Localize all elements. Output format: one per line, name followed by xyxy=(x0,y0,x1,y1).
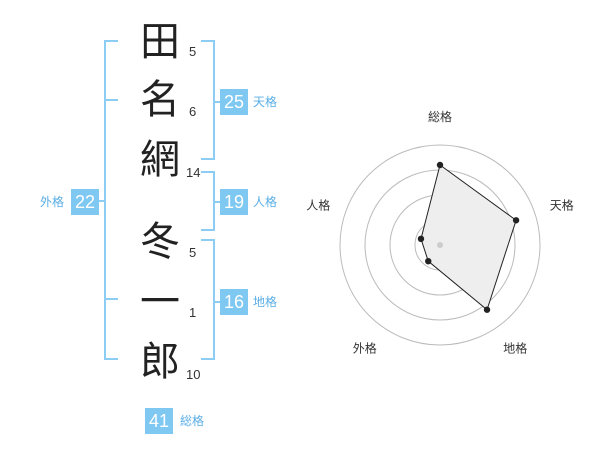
tenkaku-value: 25 xyxy=(220,89,248,115)
jinkaku-bracket-top-tick xyxy=(201,171,215,173)
outer-bracket-bottom-tick xyxy=(104,358,118,360)
radar-axis-label-2: 天格 xyxy=(550,197,574,212)
outer-bracket-upper-mid-tick xyxy=(104,99,118,101)
tenkaku-label: 天格 xyxy=(253,95,278,109)
name-char-1: 田 xyxy=(140,19,180,65)
radar-point-4 xyxy=(425,257,432,265)
outer-bracket-lower-mid-tick xyxy=(104,298,118,300)
chikaku-bracket-bottom-tick xyxy=(201,358,215,360)
radar-point-1 xyxy=(436,161,444,169)
tenkaku-bracket-top-tick xyxy=(201,40,215,42)
chikaku-bracket-vertical xyxy=(213,239,215,360)
stroke-count-6: 10 xyxy=(186,367,201,382)
jinkaku-label: 人格 xyxy=(253,195,278,209)
radar-axis-label-5: 人格 xyxy=(306,197,330,212)
soukaku-label: 総格 xyxy=(180,414,205,428)
radar-axis-label-1: 総格 xyxy=(428,109,452,124)
radar-ring-4 xyxy=(339,144,541,346)
radar-point-3 xyxy=(483,306,491,313)
chikaku-bracket-top-tick xyxy=(201,239,215,241)
radar-point-5 xyxy=(417,235,425,243)
name-char-2: 名 xyxy=(140,77,180,123)
jinkaku-bracket-bottom-tick xyxy=(201,229,215,231)
jinkaku-bracket-connector xyxy=(213,201,222,203)
jinkaku-value: 19 xyxy=(220,189,248,215)
chikaku-value: 16 xyxy=(220,289,248,315)
radar-axis-label-3: 地格 xyxy=(503,341,527,356)
outer-bracket-connector xyxy=(98,200,106,202)
stroke-count-2: 6 xyxy=(189,104,197,119)
soukaku-value: 41 xyxy=(145,408,173,434)
stroke-count-1: 5 xyxy=(189,44,197,59)
radar-points xyxy=(417,161,520,313)
stroke-count-3: 14 xyxy=(186,165,201,180)
name-char-5: 一 xyxy=(140,279,180,325)
gaikaku-label: 外格 xyxy=(40,195,65,209)
radar-axis-label-4: 外格 xyxy=(353,341,377,356)
radar-point-2 xyxy=(512,217,520,224)
name-char-6: 郎 xyxy=(140,339,180,385)
tenkaku-bracket-connector xyxy=(213,101,222,103)
radar-area xyxy=(420,164,517,311)
name-char-4: 冬 xyxy=(140,219,180,265)
tenkaku-bracket-vertical xyxy=(213,40,215,160)
gaikaku-value: 22 xyxy=(71,189,99,215)
tenkaku-bracket-bottom-tick xyxy=(201,158,215,160)
radar-center-dot xyxy=(437,242,443,248)
chikaku-label: 地格 xyxy=(253,295,278,309)
name-char-3: 網 xyxy=(140,137,180,183)
chikaku-bracket-connector xyxy=(213,301,222,303)
outer-bracket-top-tick xyxy=(104,40,118,42)
stroke-count-5: 1 xyxy=(189,305,197,320)
stroke-count-4: 5 xyxy=(189,245,197,260)
